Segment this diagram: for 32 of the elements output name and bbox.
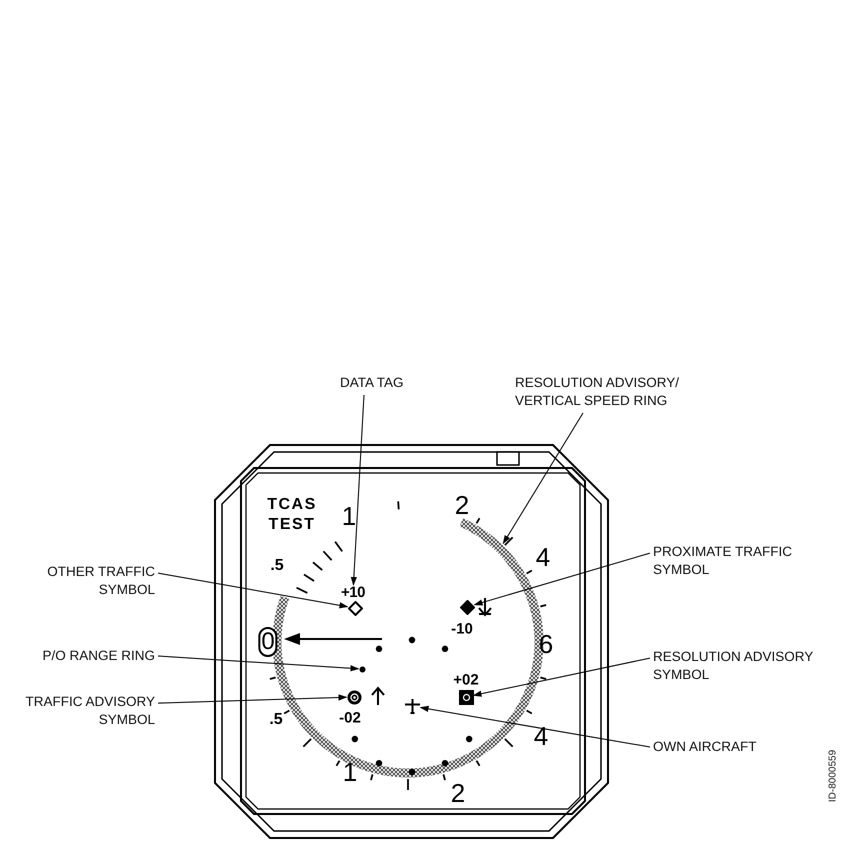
data-tag: +10 [341, 585, 365, 601]
callout-label: OWN AIRCRAFT [653, 738, 803, 756]
own-aircraft-symbol [404, 698, 420, 714]
altitude-tag: -10 [451, 622, 473, 636]
callout-label: P/O RANGE RING [5, 647, 155, 665]
leader-line [350, 394, 364, 586]
callout-label: DATA TAG [340, 374, 420, 392]
scale-number: 1 [342, 759, 358, 785]
leader-line [158, 694, 348, 704]
scale-number: 1 [342, 503, 356, 529]
scale-number: 4 [536, 544, 550, 570]
leader-line [472, 658, 650, 697]
scale-number: .5 [269, 712, 283, 728]
leader-line [502, 412, 584, 544]
document-id: ID-8000559 [828, 750, 838, 802]
leader-line [158, 656, 360, 672]
scale-number: 2 [450, 780, 466, 806]
leader-line [420, 706, 650, 748]
mode-annunciation: TEST [268, 517, 316, 533]
mode-annunciation: TCAS [267, 497, 317, 513]
scale-number: 4 [534, 723, 548, 749]
leader-line [158, 572, 348, 608]
callout-label: OTHER TRAFFIC SYMBOL [25, 563, 155, 599]
altitude-tag: +02 [453, 672, 479, 688]
callout-label: TRAFFIC ADVISORY SYMBOL [5, 693, 155, 729]
altitude-tag: -02 [339, 710, 361, 726]
scale-number: .5 [270, 558, 284, 574]
scale-number: 2 [454, 492, 470, 518]
callout-label: PROXIMATE TRAFFIC SYMBOL [653, 543, 818, 579]
leader-line [474, 552, 650, 606]
callout-label: RESOLUTION ADVISORY/ VERTICAL SPEED RING [515, 374, 715, 410]
callout-label: RESOLUTION ADVISORY SYMBOL [653, 648, 843, 684]
